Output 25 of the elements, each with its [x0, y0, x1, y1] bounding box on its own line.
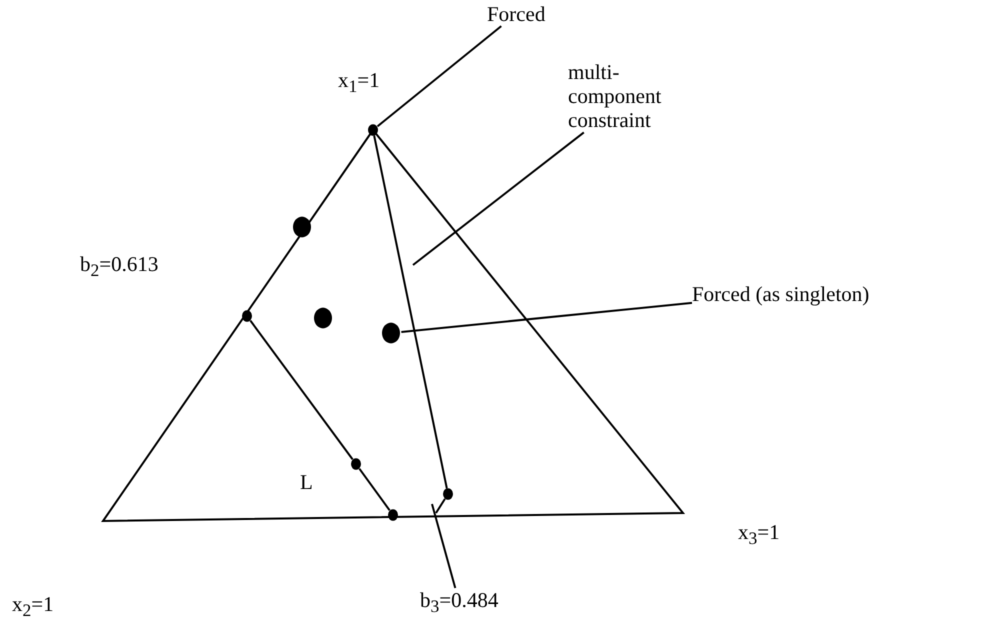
- data-point: [314, 308, 332, 328]
- vertex-label: L: [300, 470, 313, 494]
- data-point: [382, 322, 400, 344]
- data-point: [242, 310, 252, 322]
- callout-text: Forced (as singleton): [692, 282, 870, 306]
- leader-line: [401, 302, 692, 333]
- constraint-line: [250, 320, 354, 460]
- vertex-label: x$_{3}$=1: [738, 520, 780, 548]
- vertex-label: x$_{2}$=1: [12, 592, 54, 620]
- callout-text: Forced: [487, 2, 546, 26]
- data-point: [293, 216, 311, 238]
- constraint-line: [435, 498, 446, 514]
- vertex-label: b$_{2}$=0.613: [80, 252, 158, 280]
- leader-line: [376, 25, 502, 128]
- callout-text: b$_{3}$=0.484: [420, 588, 498, 616]
- constraint-line: [373, 135, 448, 489]
- constraint-line: [358, 468, 390, 511]
- data-point: [368, 124, 378, 136]
- vertex-label: x$_{1}$=1: [338, 68, 380, 96]
- data-point: [443, 488, 453, 500]
- leader-line: [431, 504, 456, 588]
- data-point: [351, 458, 361, 470]
- callout-text: multi-component constraint: [568, 60, 662, 132]
- data-point: [388, 509, 398, 521]
- leader-line: [412, 132, 584, 266]
